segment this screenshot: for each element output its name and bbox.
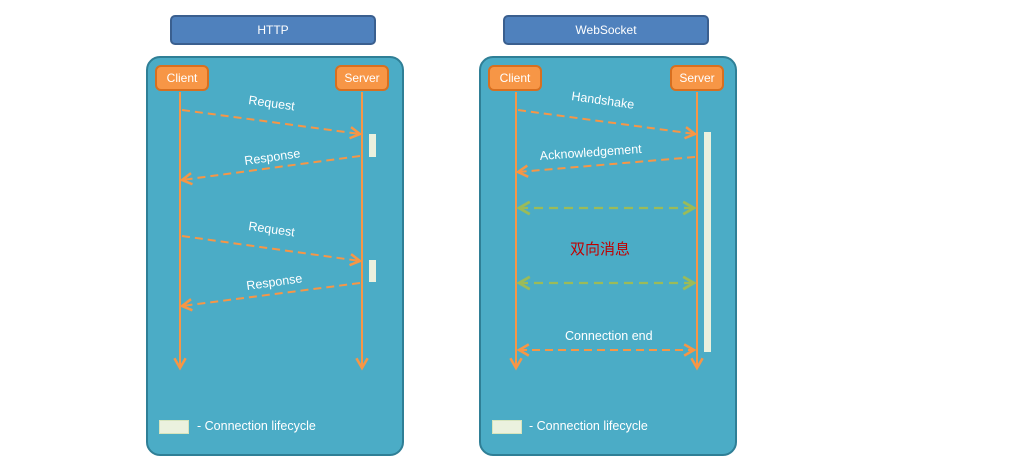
ws-connection-end-label: Connection end xyxy=(565,329,653,343)
ws-ack-arrow xyxy=(515,156,696,178)
websocket-panel xyxy=(479,56,737,456)
http-request-arrow-1 xyxy=(181,109,363,140)
http-server-actor: Server xyxy=(335,65,389,91)
http-legend-swatch xyxy=(159,420,189,434)
http-lifecycle-bar-2 xyxy=(369,260,376,282)
http-legend-text: - Connection lifecycle xyxy=(197,419,316,433)
http-request-label-2: Request xyxy=(248,219,297,239)
ws-client-actor: Client xyxy=(488,65,542,91)
ws-legend-swatch xyxy=(492,420,522,434)
http-response-arrow-2 xyxy=(179,282,361,312)
http-request-arrow-2 xyxy=(181,235,363,267)
http-client-actor: Client xyxy=(155,65,209,91)
ws-handshake-arrow xyxy=(517,109,698,140)
http-response-arrow-1 xyxy=(179,155,361,186)
ws-ack-label: Acknowledgement xyxy=(539,142,642,163)
ws-lifecycle-bar xyxy=(704,132,711,352)
http-response-label-2: Response xyxy=(245,271,303,293)
http-request-label-1: Request xyxy=(248,93,297,113)
http-title: HTTP xyxy=(170,15,376,45)
ws-handshake-label: Handshake xyxy=(571,89,636,112)
http-lifecycle-bar-1 xyxy=(369,134,376,157)
websocket-title: WebSocket xyxy=(503,15,709,45)
ws-bidirectional-label: 双向消息 xyxy=(570,240,630,258)
ws-server-actor: Server xyxy=(670,65,724,91)
ws-legend-text: - Connection lifecycle xyxy=(529,419,648,433)
